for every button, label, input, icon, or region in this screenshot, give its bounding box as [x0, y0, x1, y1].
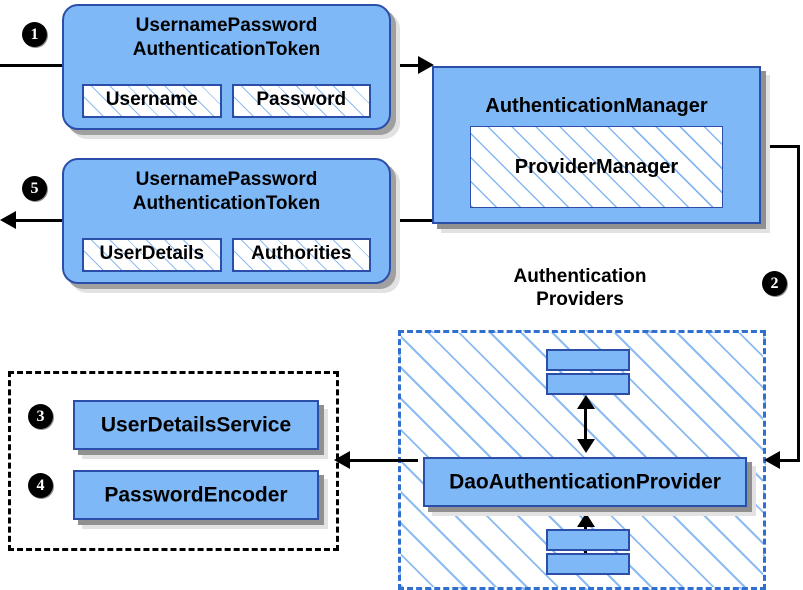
request-token-slot-password: Password	[231, 84, 371, 118]
connector-manager-right	[757, 145, 800, 148]
connector-manager-down	[797, 145, 800, 461]
arrow-into-dao-provider	[764, 451, 780, 469]
provider-manager-label: ProviderManager	[514, 156, 679, 178]
password-encoder-card: PasswordEncoder	[73, 470, 319, 520]
connector-outgoing-response	[16, 219, 71, 222]
response-token-slot-authorities: Authorities	[231, 238, 371, 272]
authentication-manager-card: AuthenticationManager ProviderManager	[432, 66, 761, 224]
connector-dao-to-components	[350, 459, 418, 462]
response-token-slots: UserDetails Authorities	[82, 238, 371, 272]
provider-manager-box: ProviderManager	[470, 126, 723, 208]
dao-authentication-provider-label: DaoAuthenticationProvider	[449, 470, 721, 494]
user-details-service-card: UserDetailsService	[73, 400, 319, 450]
arrow-dao-to-components	[334, 451, 350, 469]
step-badge-1: 1	[22, 22, 47, 47]
request-token-slots: Username Password	[82, 84, 371, 118]
connector-manager-to-response-token	[387, 219, 432, 222]
step-badge-2: 2	[762, 271, 787, 296]
authentication-manager-title: AuthenticationManager	[485, 95, 708, 117]
step-badge-3: 3	[28, 404, 53, 429]
provider-stub-bottom-bar-1	[546, 529, 630, 551]
step-badge-5: 5	[22, 176, 47, 201]
connector-into-dao-provider	[780, 459, 800, 462]
authentication-providers-caption: Authentication Providers	[513, 266, 647, 310]
password-encoder-label: PasswordEncoder	[104, 483, 288, 507]
arrow-token-to-manager	[418, 56, 434, 74]
step-badge-4: 4	[28, 473, 53, 498]
dao-authentication-provider-card: DaoAuthenticationProvider	[423, 457, 747, 507]
arrow-outgoing-response	[0, 211, 16, 229]
arrow-stub-bottom-up	[577, 513, 595, 527]
authentication-components-region: UserDetailsService PasswordEncoder	[8, 371, 339, 551]
connector-token-to-manager	[385, 64, 420, 67]
provider-stub-top-bar-2	[546, 373, 630, 395]
response-token-title: UsernamePassword AuthenticationToken	[132, 169, 321, 214]
user-details-service-label: UserDetailsService	[100, 413, 292, 437]
response-authentication-token-card: UsernamePassword AuthenticationToken Use…	[62, 158, 391, 284]
arrow-stub-top-down	[577, 439, 595, 453]
arrow-stub-top-up	[577, 395, 595, 409]
request-authentication-token-card: UsernamePassword AuthenticationToken Use…	[62, 4, 391, 130]
authentication-providers-region: DaoAuthenticationProvider	[398, 330, 766, 590]
connector-dao-to-stub-top	[584, 405, 587, 441]
request-token-title: UsernamePassword AuthenticationToken	[132, 15, 321, 60]
request-token-slot-username: Username	[82, 84, 222, 118]
provider-stub-top-bar-1	[546, 349, 630, 371]
provider-stub-bottom-bar-2	[546, 553, 630, 575]
connector-incoming-request	[0, 64, 70, 67]
response-token-slot-userdetails: UserDetails	[82, 238, 222, 272]
